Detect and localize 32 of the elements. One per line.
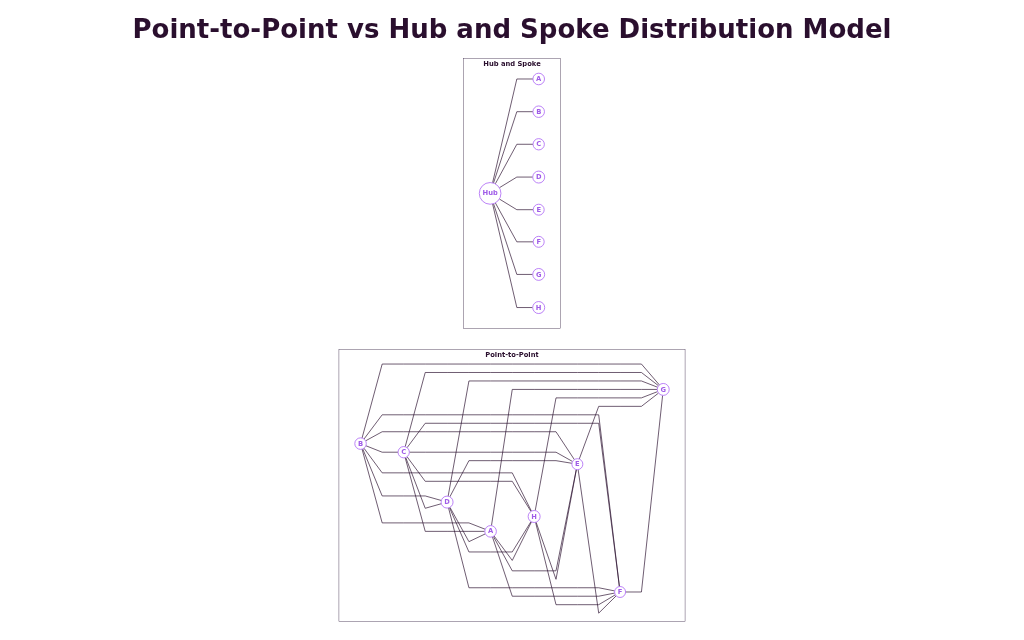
connector xyxy=(449,507,486,542)
connector xyxy=(409,451,573,462)
connector xyxy=(449,460,573,498)
connector xyxy=(449,507,532,553)
connector xyxy=(499,176,534,189)
connector xyxy=(404,457,486,532)
connector xyxy=(362,448,442,501)
diagram-title: Point-to-Point vs Hub and Spoke Distribution Model xyxy=(131,14,893,44)
connector xyxy=(492,203,534,308)
connector xyxy=(625,395,663,593)
connector xyxy=(534,391,659,511)
connector xyxy=(492,536,616,597)
connector xyxy=(577,469,617,614)
connector xyxy=(493,469,577,572)
connector xyxy=(535,522,616,606)
connector xyxy=(361,448,486,530)
connector xyxy=(404,372,659,448)
connector xyxy=(406,422,620,587)
connector xyxy=(365,431,575,460)
connector xyxy=(361,363,660,439)
connector xyxy=(493,203,534,275)
connector xyxy=(499,198,534,211)
connector xyxy=(578,392,659,460)
connector xyxy=(492,78,534,184)
connector xyxy=(495,202,534,243)
connector xyxy=(365,445,399,453)
connector xyxy=(494,143,534,185)
connector xyxy=(493,111,534,184)
connector xyxy=(363,414,620,587)
connector xyxy=(405,457,442,509)
connector xyxy=(447,380,659,497)
connector xyxy=(535,469,577,580)
